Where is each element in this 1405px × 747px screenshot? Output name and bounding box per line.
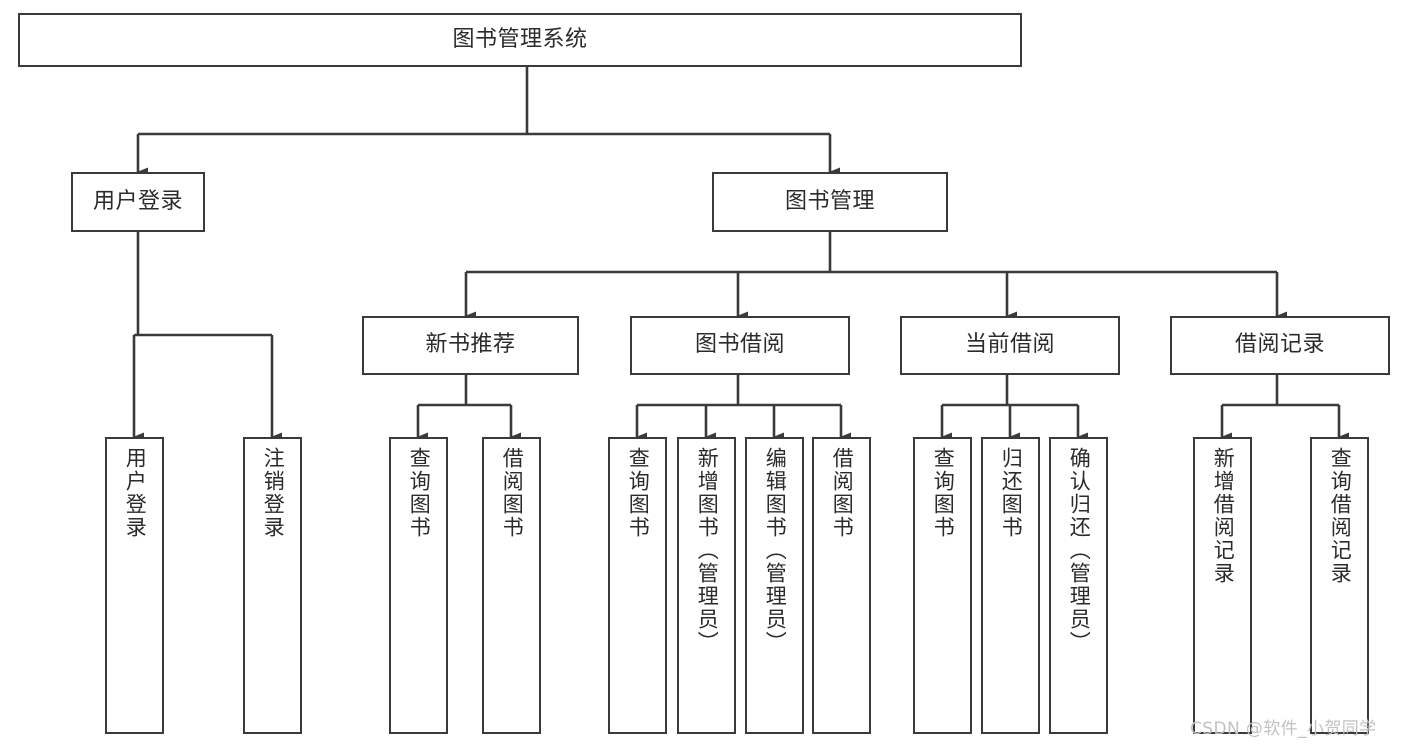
node-root[interactable]: 图书管理系统 bbox=[18, 13, 1022, 67]
leaf-query-book-3[interactable]: 查询图书 bbox=[913, 437, 972, 734]
node-new-book-recommend-label: 新书推荐 bbox=[425, 332, 516, 358]
leaf-add-borrow-record[interactable]: 新增借阅记录 bbox=[1193, 437, 1252, 734]
leaf-logout-login-label: 注销登录 bbox=[261, 447, 286, 539]
leaf-edit-book-label: 编辑图书（管理员） bbox=[763, 447, 788, 654]
leaf-query-book-2-label: 查询图书 bbox=[626, 447, 651, 539]
node-current-borrow-label: 当前借阅 bbox=[964, 332, 1055, 358]
node-current-borrow[interactable]: 当前借阅 bbox=[900, 316, 1120, 375]
leaf-borrow-book-2-label: 借阅图书 bbox=[830, 447, 855, 539]
leaf-add-borrow-record-label: 新增借阅记录 bbox=[1211, 447, 1236, 585]
leaf-add-book[interactable]: 新增图书（管理员） bbox=[677, 437, 736, 734]
leaf-return-book[interactable]: 归还图书 bbox=[981, 437, 1040, 734]
leaf-borrow-book-2[interactable]: 借阅图书 bbox=[812, 437, 871, 734]
leaf-query-borrow-record[interactable]: 查询借阅记录 bbox=[1310, 437, 1369, 734]
leaf-confirm-return-label: 确认归还（管理员） bbox=[1067, 447, 1092, 654]
leaf-borrow-book-1-label: 借阅图书 bbox=[500, 447, 525, 539]
leaf-user-login-label: 用户登录 bbox=[123, 447, 148, 539]
leaf-query-book-3-label: 查询图书 bbox=[931, 447, 956, 539]
leaf-edit-book[interactable]: 编辑图书（管理员） bbox=[745, 437, 804, 734]
node-book-manage[interactable]: 图书管理 bbox=[712, 172, 948, 232]
node-borrow-record[interactable]: 借阅记录 bbox=[1170, 316, 1390, 375]
node-book-borrow[interactable]: 图书借阅 bbox=[630, 316, 850, 375]
leaf-logout-login[interactable]: 注销登录 bbox=[243, 437, 302, 734]
leaf-return-book-label: 归还图书 bbox=[999, 447, 1024, 539]
leaf-query-book-2[interactable]: 查询图书 bbox=[608, 437, 667, 734]
csdn-watermark: CSDN @软件_小贺同学 bbox=[1190, 719, 1377, 739]
leaf-add-book-label: 新增图书（管理员） bbox=[695, 447, 720, 654]
node-borrow-record-label: 借阅记录 bbox=[1234, 332, 1325, 358]
leaf-query-book-1-label: 查询图书 bbox=[407, 447, 432, 539]
leaf-query-book-1[interactable]: 查询图书 bbox=[389, 437, 448, 734]
node-book-borrow-label: 图书借阅 bbox=[694, 332, 785, 358]
node-user-login-label: 用户登录 bbox=[92, 188, 183, 214]
leaf-confirm-return[interactable]: 确认归还（管理员） bbox=[1049, 437, 1108, 734]
leaf-user-login[interactable]: 用户登录 bbox=[105, 437, 164, 734]
node-book-manage-label: 图书管理 bbox=[784, 188, 875, 214]
node-root-label: 图书管理系统 bbox=[452, 26, 588, 52]
node-user-login[interactable]: 用户登录 bbox=[71, 172, 205, 232]
node-new-book-recommend[interactable]: 新书推荐 bbox=[362, 316, 579, 375]
leaf-query-borrow-record-label: 查询借阅记录 bbox=[1328, 447, 1353, 585]
leaf-borrow-book-1[interactable]: 借阅图书 bbox=[482, 437, 541, 734]
